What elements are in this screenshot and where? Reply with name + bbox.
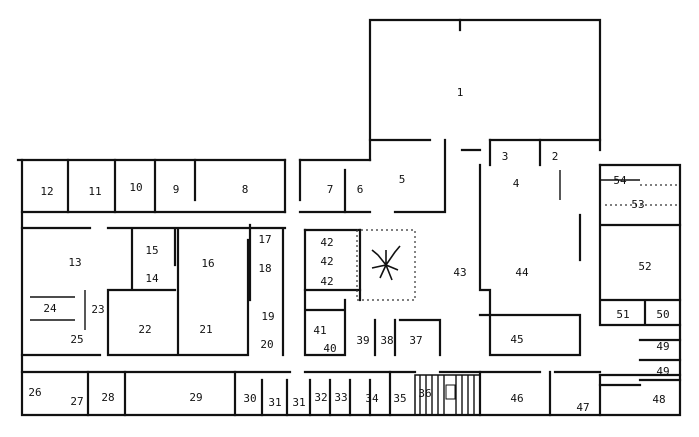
room-label: 48: [652, 393, 665, 406]
room-label: 39: [356, 334, 369, 347]
room-label: 10: [129, 181, 142, 194]
room-label: 50: [656, 308, 669, 321]
room-label: 9: [173, 183, 180, 196]
room-label: 30: [243, 392, 256, 405]
room-label: 36: [418, 387, 431, 400]
room-label: 28: [101, 391, 114, 404]
room-label: 19: [261, 310, 274, 323]
room-label: 24: [43, 302, 57, 315]
room-label: 18: [258, 262, 271, 275]
room-label: 47: [576, 401, 589, 414]
room-label: 51: [616, 308, 629, 321]
room-label: 26: [28, 386, 41, 399]
room-label: 45: [510, 333, 523, 346]
room-label: 20: [260, 338, 273, 351]
room-label: 21: [199, 323, 212, 336]
room-labels: 1 2 3 4 5 6 7 8 9 10 11 12 13 14 15 16 1…: [28, 86, 669, 414]
room-label: 34: [365, 392, 379, 405]
room-label: 35: [393, 392, 406, 405]
room-label: 31: [292, 396, 305, 409]
room-label: 15: [145, 244, 158, 257]
room-label: 27: [70, 395, 83, 408]
hatched-stair: [414, 374, 481, 416]
room-label: 29: [189, 391, 202, 404]
room-label: 11: [88, 185, 101, 198]
room-label: 43: [453, 266, 466, 279]
room-label: 12: [40, 185, 53, 198]
room-label: 38: [380, 334, 393, 347]
room-label: 16: [201, 257, 214, 270]
room-label: 49: [656, 340, 669, 353]
room-label: 40: [323, 342, 336, 355]
room-label: 42: [320, 255, 333, 268]
room-label: 13: [68, 256, 81, 269]
room-label: 5: [399, 173, 406, 186]
room-label: 54: [613, 174, 627, 187]
room-label: 4: [513, 177, 520, 190]
room-label: 6: [357, 183, 364, 196]
room-label: 17: [258, 233, 271, 246]
room-label: 32: [314, 391, 327, 404]
room-label: 46: [510, 392, 523, 405]
room-label: 1: [457, 86, 464, 99]
room-label: 33: [334, 391, 347, 404]
room-label: 14: [145, 272, 159, 285]
room-label: 53: [631, 198, 644, 211]
room-label: 49: [656, 365, 669, 378]
room-label: 23: [91, 303, 104, 316]
room-label: 7: [327, 183, 334, 196]
room-label: 52: [638, 260, 651, 273]
walls: [16, 18, 682, 417]
room-label: 41: [313, 324, 326, 337]
room-label: 37: [409, 334, 422, 347]
room-label: 25: [70, 333, 83, 346]
room-label: 3: [502, 150, 509, 163]
room-label: 22: [138, 323, 151, 336]
room-label: 44: [515, 266, 529, 279]
room-label: 8: [242, 183, 249, 196]
room-label: 42: [320, 275, 333, 288]
room-label: 31: [268, 396, 281, 409]
room-label: 2: [552, 150, 559, 163]
room-label: 42: [320, 236, 333, 249]
courtyard-tree-icon: [371, 245, 401, 281]
